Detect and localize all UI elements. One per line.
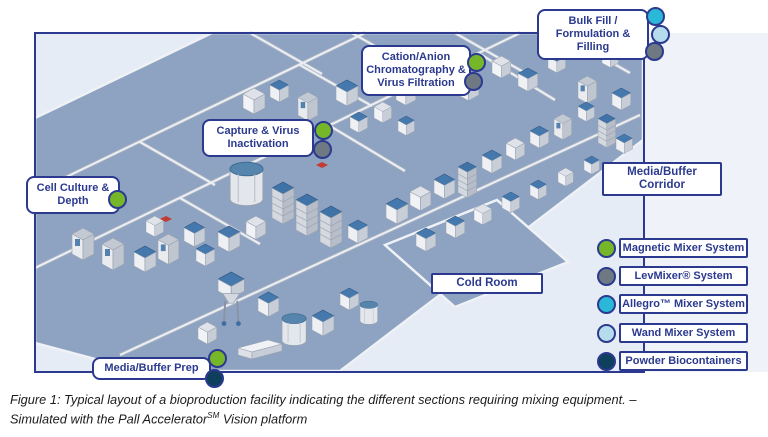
magnetic-mixer-dot — [314, 121, 333, 140]
levmixer-dot — [597, 266, 616, 286]
wand-mixer-dot — [651, 25, 670, 44]
legend-label: LevMixer® System — [619, 266, 748, 286]
label-text: Bulk Fill / — [568, 15, 618, 27]
figure-caption: Figure 1: Typical layout of a bioproduct… — [10, 392, 762, 427]
legend-item-powder: Powder Biocontainers — [597, 351, 748, 371]
label-text: Chromatography & — [366, 64, 466, 76]
levmixer-dot — [464, 72, 483, 91]
label-cell-culture: Cell Culture & Depth — [26, 176, 127, 214]
label-text: Corridor — [639, 179, 685, 191]
label-bulk-fill: Bulk Fill / Formulation & Filling — [537, 7, 670, 61]
label-text: Virus Filtration — [377, 77, 455, 89]
red-equipment-accent — [160, 216, 172, 222]
legend-label: Powder Biocontainers — [619, 351, 748, 371]
powder-biocontainer-dot — [597, 351, 616, 371]
levmixer-dot — [313, 140, 332, 159]
caption-line-1: Figure 1: Typical layout of a bioproduct… — [10, 392, 637, 407]
label-media-buffer-corridor: Media/Buffer Corridor — [602, 162, 722, 196]
levmixer-dot — [645, 42, 664, 61]
legend-label: Wand Mixer System — [619, 323, 748, 343]
caption-line-2: Simulated with the Pall AcceleratorSM Vi… — [10, 408, 762, 427]
label-cation-anion: Cation/Anion Chromatography & Virus Filt… — [361, 45, 486, 96]
label-text: Filling — [576, 41, 610, 53]
label-text: Cell Culture & — [36, 182, 110, 194]
powder-biocontainer-dot — [205, 369, 224, 388]
caption-line-2-tail: Vision platform — [219, 411, 308, 427]
caption-sm-superscript: SM — [207, 411, 220, 420]
label-capture-virus: Capture & Virus Inactivation — [202, 119, 333, 159]
label-text: Cold Room — [456, 277, 518, 289]
magnetic-mixer-dot — [208, 349, 227, 368]
label-media-buffer-prep: Media/Buffer Prep — [92, 349, 227, 388]
legend-item-levmixer: LevMixer® System — [597, 266, 748, 286]
label-text: Media/Buffer — [627, 166, 697, 178]
magnetic-mixer-dot — [467, 53, 486, 72]
allegro-mixer-dot — [597, 294, 616, 314]
legend-label: Magnetic Mixer System — [619, 238, 748, 258]
wand-mixer-dot — [597, 323, 616, 343]
legend-item-allegro: Allegro™ Mixer System — [597, 294, 748, 314]
label-text: Inactivation — [227, 138, 289, 150]
label-cold-room: Cold Room — [431, 273, 543, 294]
magnetic-mixer-dot — [597, 238, 616, 258]
label-text: Formulation & — [555, 28, 631, 40]
label-text: Capture & Virus — [216, 125, 300, 137]
label-text: Depth — [57, 195, 89, 207]
label-text: Cation/Anion — [381, 51, 451, 63]
red-equipment-accent — [316, 162, 328, 168]
allegro-mixer-dot — [646, 7, 665, 26]
equipment — [71, 47, 633, 360]
label-text: Media/Buffer Prep — [104, 362, 199, 374]
right-tint — [644, 33, 768, 372]
legend-label: Allegro™ Mixer System — [619, 294, 748, 314]
legend-item-wand: Wand Mixer System — [597, 323, 748, 343]
legend-item-magnetic: Magnetic Mixer System — [597, 238, 748, 258]
magnetic-mixer-dot — [108, 190, 127, 209]
caption-line-2-text: Simulated with the Pall Accelerator — [10, 411, 208, 427]
